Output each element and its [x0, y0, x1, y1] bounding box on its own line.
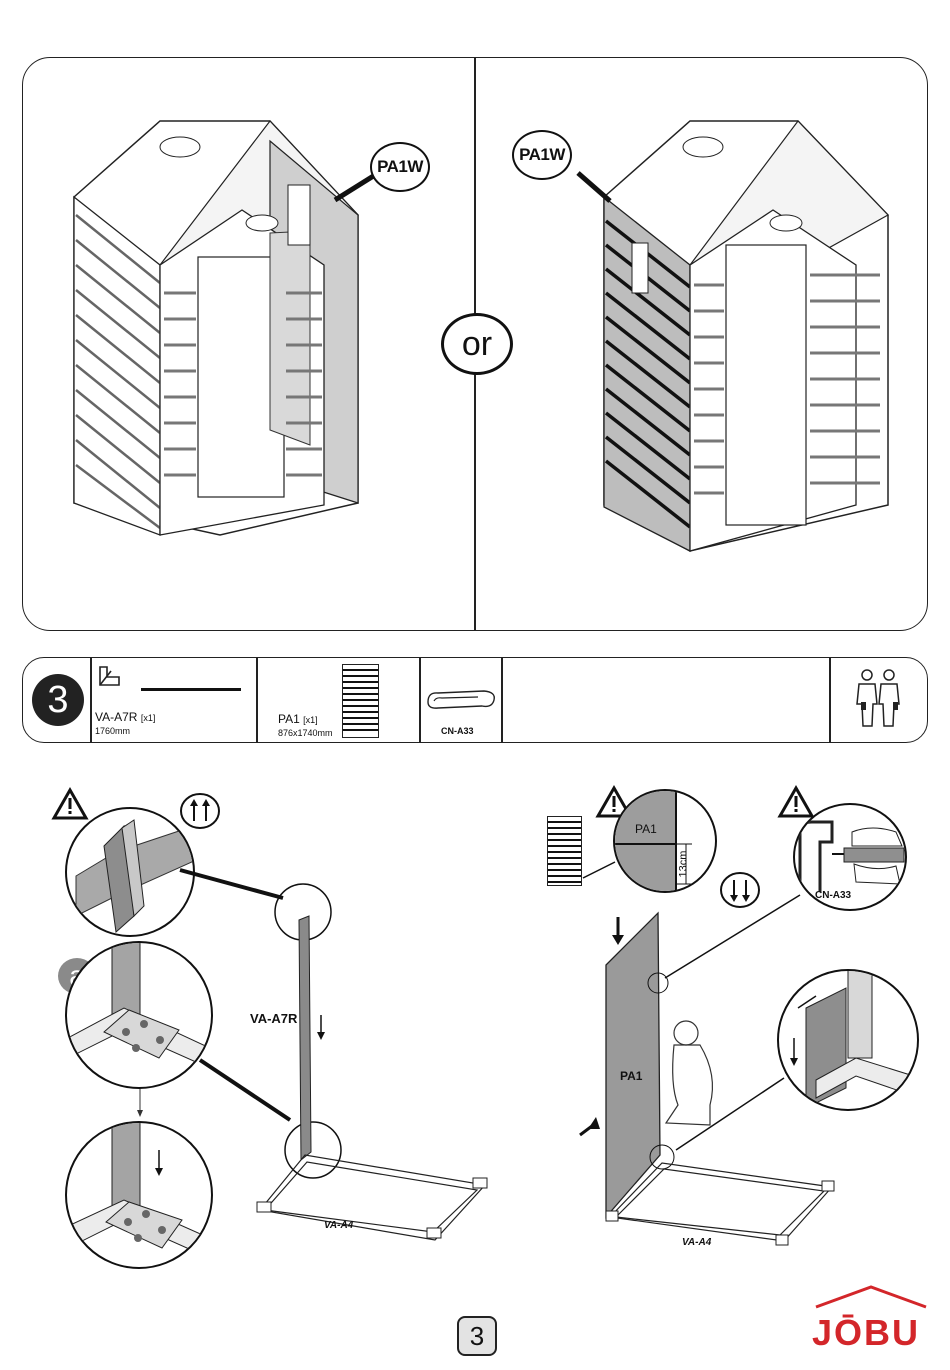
base-label-right: VA-A4 [682, 1237, 711, 1248]
brand-roof-icon [812, 1283, 930, 1311]
page-number: 3 [457, 1316, 497, 1356]
brand-logo: JŌBU [812, 1312, 920, 1354]
panel-label: PA1 [620, 1069, 642, 1083]
